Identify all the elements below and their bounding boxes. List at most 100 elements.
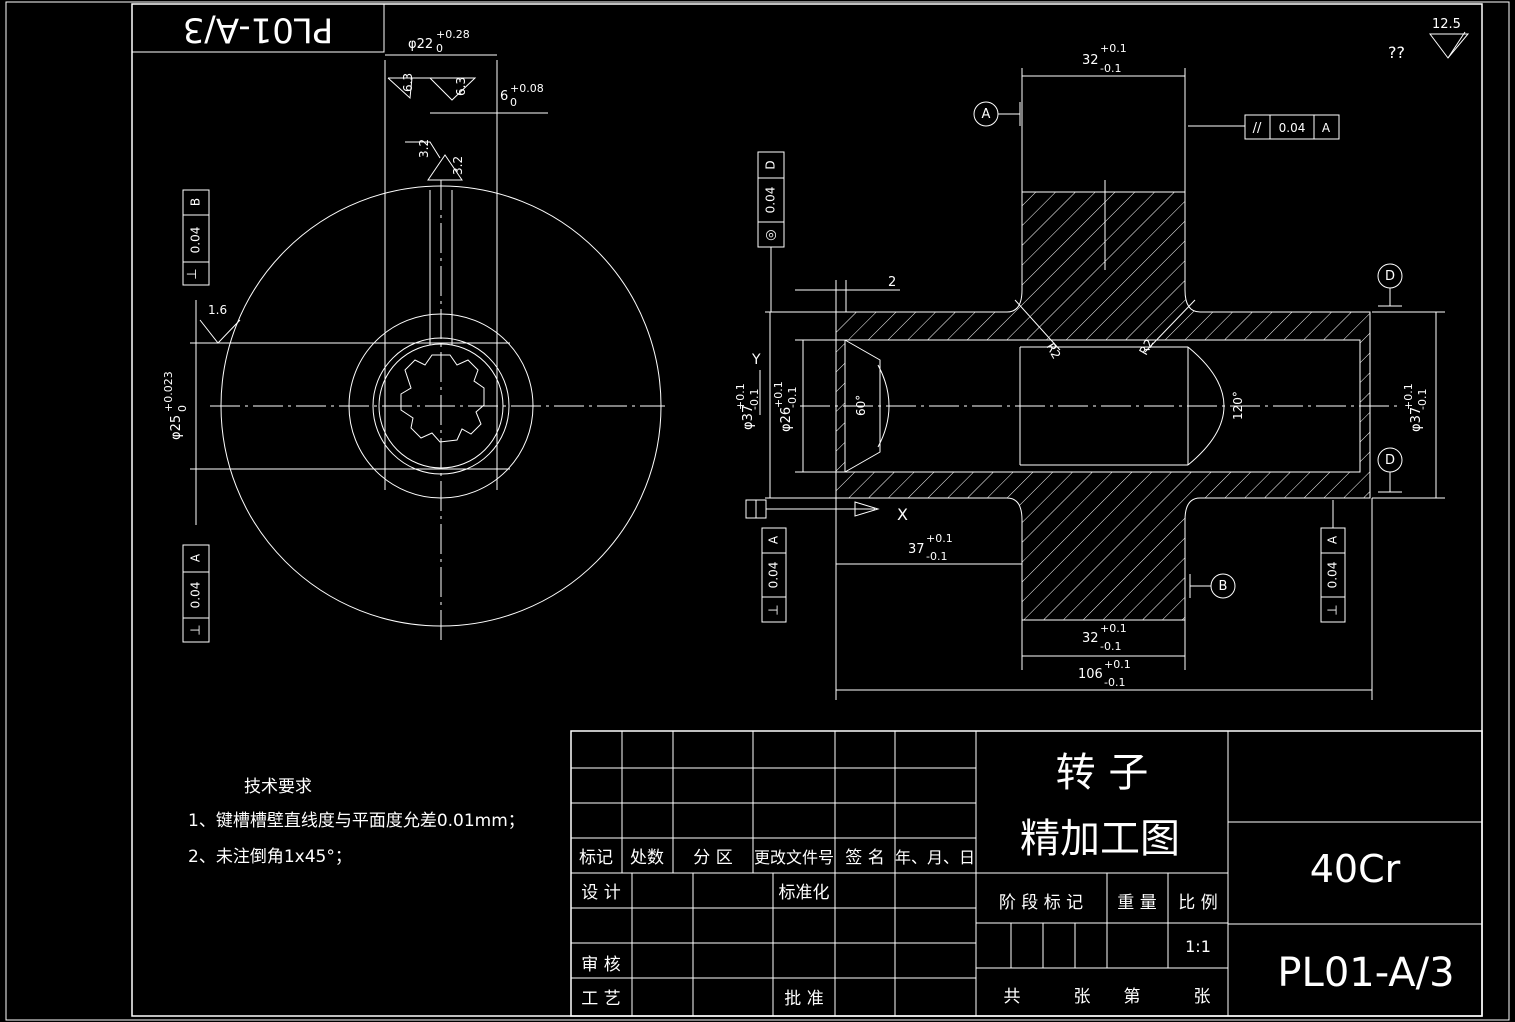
roughness-1-6: 1.6 bbox=[208, 303, 227, 317]
row-std: 标准化 bbox=[779, 883, 830, 903]
tol-b-datum: B bbox=[189, 198, 203, 206]
axis-y-label: Y bbox=[751, 352, 761, 368]
outer-dia-left-tol-up: +0.1 bbox=[734, 383, 747, 410]
drawing-number: PL01-A/3 bbox=[1277, 950, 1454, 996]
roughness-6-3-right: 6.3 bbox=[454, 77, 468, 96]
bore-diameter: φ25 bbox=[169, 415, 184, 440]
tol-a-symbol: ⊥ bbox=[189, 624, 204, 635]
col-date: 年、月、日 bbox=[895, 848, 975, 867]
parallelism-frame: // 0.04 A bbox=[1188, 114, 1340, 140]
scale-label: 比 例 bbox=[1178, 893, 1217, 913]
tolerance-frame-a: A 0.04 ⊥ bbox=[182, 544, 210, 643]
datum-a-label: A bbox=[982, 107, 991, 122]
outer-dia-right-tol-low: -0.1 bbox=[1416, 389, 1429, 410]
bore-tol-low: 0 bbox=[176, 405, 189, 412]
datum-d-top-label: D bbox=[1385, 269, 1395, 284]
sheets-unit-1: 张 bbox=[1074, 987, 1091, 1007]
weight-label: 重 量 bbox=[1117, 893, 1156, 913]
part-name: 转 子 bbox=[1056, 750, 1149, 796]
scale-value: 1:1 bbox=[1185, 937, 1211, 956]
parallel-datum: A bbox=[1322, 121, 1331, 135]
datum-b-label: B bbox=[1219, 579, 1228, 594]
col-mark: 标记 bbox=[579, 848, 613, 868]
top-width-tol-up: +0.1 bbox=[1100, 42, 1127, 55]
tolerance-frame-left: A 0.04 ⊥ bbox=[761, 527, 787, 623]
material: 40Cr bbox=[1310, 847, 1401, 891]
total-length-tol-up: +0.1 bbox=[1104, 658, 1131, 671]
concentric-value: 0.04 bbox=[764, 187, 778, 214]
tech-requirements: 技术要求 1、键槽槽壁直线度与平面度允差0.01mm； 2、未注倒角1x45°； bbox=[188, 777, 525, 867]
cone-angle: 60° bbox=[854, 395, 868, 416]
row-approve: 批 准 bbox=[784, 989, 823, 1009]
col-count: 处数 bbox=[630, 848, 664, 868]
bore-tol-up: +0.023 bbox=[162, 371, 175, 412]
roughness-3-2-right: 3.2 bbox=[451, 156, 465, 175]
tol-b-symbol: ⊥ bbox=[185, 268, 200, 279]
row-process: 工 艺 bbox=[581, 989, 620, 1009]
key-depth-tol-up: +0.08 bbox=[510, 82, 544, 95]
fillet-right: R2 bbox=[1136, 337, 1156, 358]
outer-dia-right-tol-up: +0.1 bbox=[1402, 383, 1415, 410]
outer-dia-left-tol-low: -0.1 bbox=[748, 389, 761, 410]
tol-left-value: 0.04 bbox=[767, 562, 781, 589]
col-zone: 分 区 bbox=[693, 848, 732, 868]
tol-left-symbol: ⊥ bbox=[767, 604, 782, 615]
hub-width-tol-up: +0.1 bbox=[1100, 622, 1127, 635]
outer-frame bbox=[5, 1, 1510, 1021]
tol-b-value: 0.04 bbox=[189, 227, 203, 254]
drawing-stamp: PL01-A/3 bbox=[131, 3, 385, 53]
title-block: 标记 处数 分 区 更改文件号 签 名 年、月、日 设 计 标准化 审 核 工 … bbox=[570, 730, 1483, 1017]
left-length-tol-low: -0.1 bbox=[926, 550, 947, 563]
left-length: 37 bbox=[908, 542, 925, 557]
row-review: 审 核 bbox=[581, 955, 620, 975]
tol-a-value: 0.04 bbox=[189, 582, 203, 609]
general-roughness: 12.5 ?? bbox=[1388, 17, 1470, 62]
roughness-6-3-left: 6.3 bbox=[401, 73, 415, 92]
parallel-value: 0.04 bbox=[1279, 121, 1306, 135]
inner-dia-tol-up: +0.1 bbox=[772, 381, 785, 408]
tech-requirement-1: 1、键槽槽壁直线度与平面度允差0.01mm； bbox=[188, 811, 525, 831]
key-depth-tol-low: 0 bbox=[510, 96, 517, 109]
keyway-width: φ22 bbox=[408, 37, 433, 52]
hub-width: 32 bbox=[1082, 631, 1099, 646]
keyway-width-tol-low: 0 bbox=[436, 42, 443, 55]
col-doc: 更改文件号 bbox=[754, 848, 834, 867]
tol-right-datum: A bbox=[1326, 535, 1340, 544]
sheets-unit-2: 张 bbox=[1194, 987, 1211, 1007]
parallel-symbol: // bbox=[1253, 121, 1262, 136]
right-view: 32 +0.1 -0.1 A // 0.04 A ◎ 0.04 D bbox=[734, 42, 1445, 700]
col-sign: 签 名 bbox=[845, 848, 884, 868]
fillet-left: R2 bbox=[1043, 341, 1063, 362]
total-length: 106 bbox=[1078, 667, 1103, 682]
datum-d-bottom-label: D bbox=[1385, 453, 1395, 468]
inner-dia-tol-low: -0.1 bbox=[786, 387, 799, 408]
total-length-tol-low: -0.1 bbox=[1104, 676, 1125, 689]
tol-a-datum: A bbox=[189, 553, 203, 562]
stamp-code: PL01-A/3 bbox=[183, 10, 334, 50]
concentric-datum: D bbox=[764, 160, 778, 169]
tol-right-symbol: ⊥ bbox=[1326, 604, 1341, 615]
left-view: φ22 +0.28 0 6.3 6.3 6 +0.08 0 3.2 3.2 1.… bbox=[162, 28, 665, 643]
tech-requirement-2: 2、未注倒角1x45°； bbox=[188, 847, 352, 867]
roughness-note: ?? bbox=[1388, 43, 1405, 62]
row-design: 设 计 bbox=[581, 883, 620, 903]
outer-dia-left: φ37 bbox=[741, 405, 756, 430]
tech-requirements-title: 技术要求 bbox=[244, 777, 312, 797]
left-length-tol-up: +0.1 bbox=[926, 532, 953, 545]
hub-width-tol-low: -0.1 bbox=[1100, 640, 1121, 653]
tol-right-value: 0.04 bbox=[1326, 562, 1340, 589]
stage-mark-label: 阶 段 标 记 bbox=[999, 893, 1083, 913]
axis-x-label: X bbox=[897, 505, 908, 524]
top-width: 32 bbox=[1082, 53, 1099, 68]
concentricity-frame: ◎ 0.04 D bbox=[757, 151, 785, 312]
tol-left-datum: A bbox=[767, 535, 781, 544]
sheet-no-label: 第 bbox=[1124, 987, 1141, 1007]
inner-dia: φ26 bbox=[779, 407, 794, 432]
top-width-tol-low: -0.1 bbox=[1100, 62, 1121, 75]
key-depth: 6 bbox=[500, 89, 508, 104]
cone-angle-right: 120° bbox=[1231, 391, 1245, 420]
roughness-general-value: 12.5 bbox=[1432, 17, 1461, 32]
tolerance-frame-right: A 0.04 ⊥ bbox=[1320, 500, 1346, 623]
concentric-symbol: ◎ bbox=[765, 228, 776, 243]
